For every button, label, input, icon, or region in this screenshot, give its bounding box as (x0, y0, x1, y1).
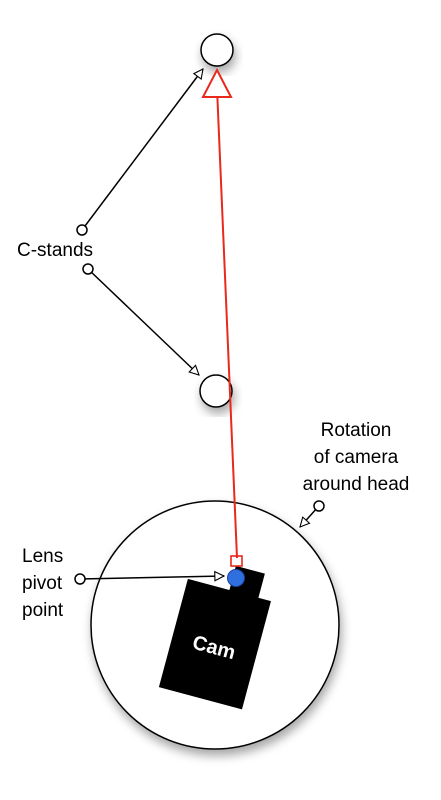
sightline (216, 87, 238, 559)
sightline-lens-box (230, 555, 243, 567)
c-stand-far (200, 33, 234, 67)
sightline-arrowhead (201, 67, 233, 98)
c-stand-near-callout-origin (82, 263, 94, 275)
camera-main-block (158, 578, 271, 710)
rotation-callout-origin (313, 500, 325, 512)
c-stand-far-callout-origin (76, 224, 88, 236)
lens-pivot-label-line-2: pivot (22, 573, 63, 594)
lens-pivot-callout (79, 576, 224, 579)
rotation-label-line-1: Rotation (321, 420, 392, 441)
lens-pivot-label-line-3: point (22, 600, 64, 621)
c-stand-near-callout (87, 268, 199, 375)
rotation-label-line-3: around head (303, 474, 410, 495)
c-stand-far-callout (81, 69, 203, 231)
rotation-label-line-2: of camera (314, 447, 399, 468)
lens-pivot-callout-origin (74, 573, 86, 585)
rotation-callout (300, 506, 319, 527)
c-stands-label: C-stands (17, 240, 93, 261)
lens-pivot-label-line-1: Lens (22, 546, 63, 567)
c-stand-near (199, 374, 233, 408)
camera-body: Cam (158, 565, 271, 710)
lens-pivot-dot (227, 569, 245, 587)
